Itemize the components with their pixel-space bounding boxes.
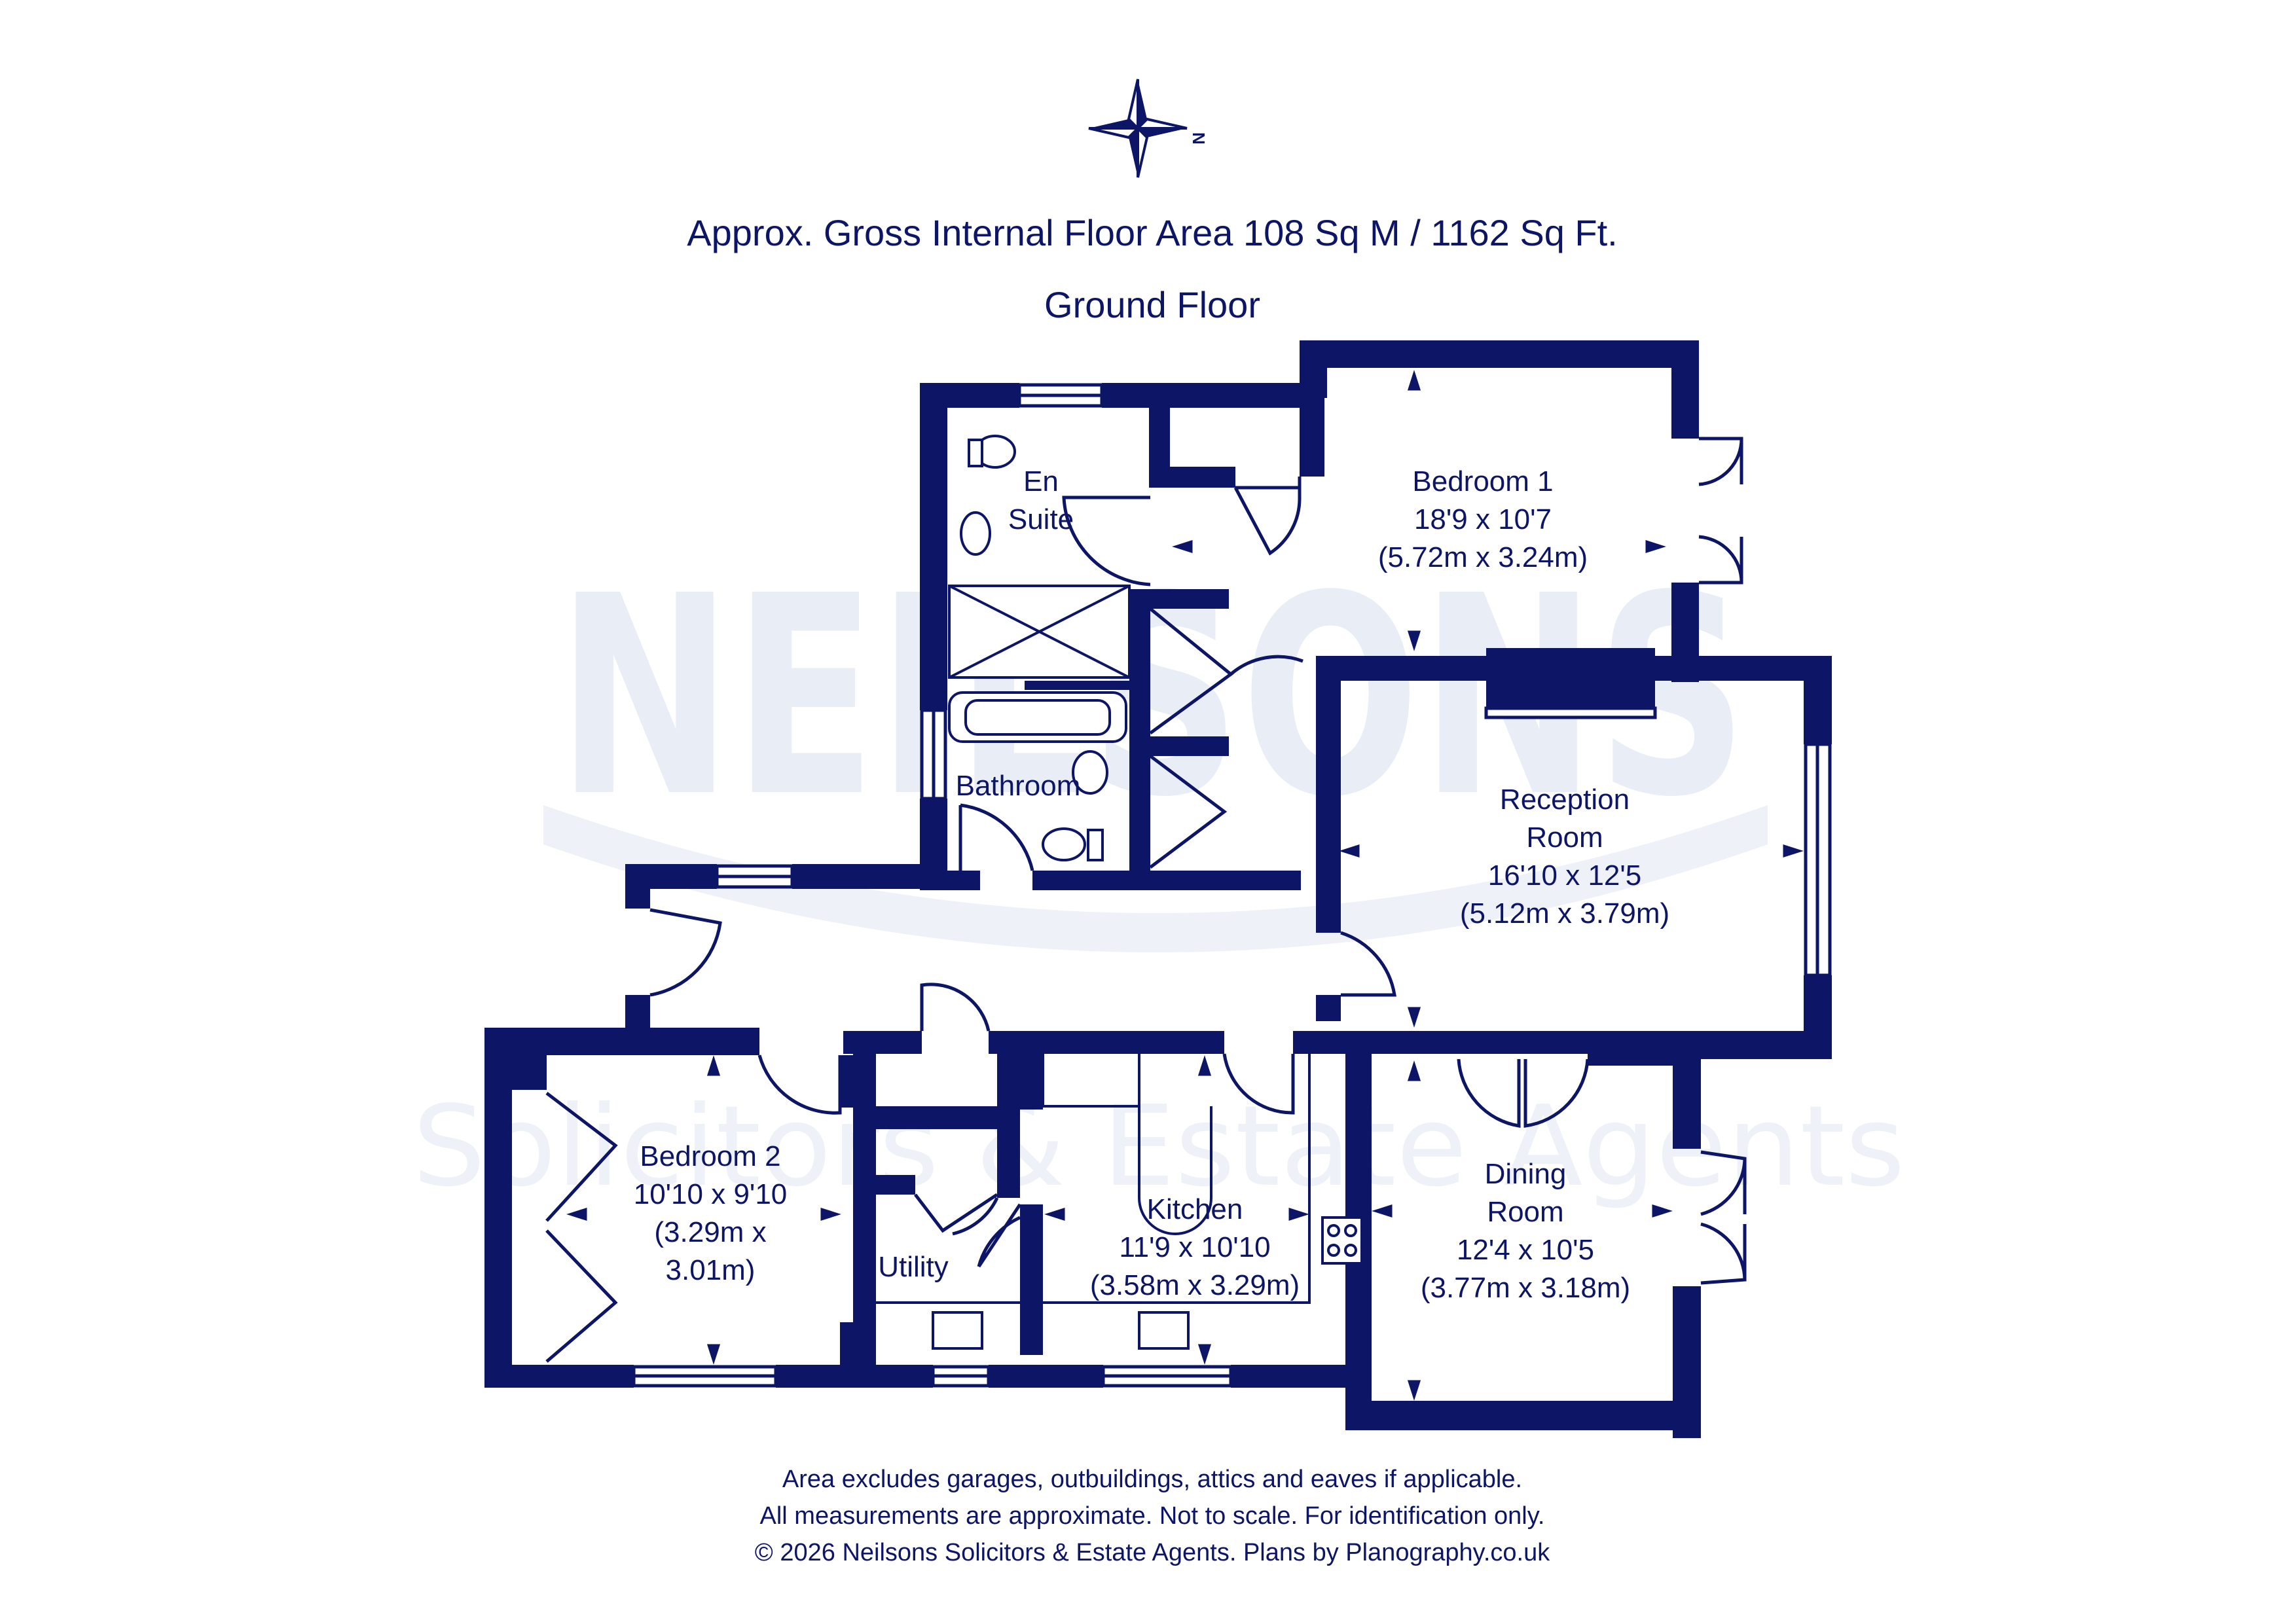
door-bedroom1-wardrobe: [1233, 477, 1302, 556]
bedroom2-name: Bedroom 2: [640, 1140, 780, 1172]
door-bathroom: [958, 803, 1034, 890]
hob-icon: [1321, 1216, 1363, 1265]
door-dining-double: [1457, 1058, 1521, 1128]
compass-icon: N: [1088, 79, 1209, 178]
dining-name-line2: Room: [1487, 1196, 1563, 1228]
utility-appliance-icon: [932, 1311, 983, 1350]
door-wardrobe-lower: [1149, 755, 1228, 869]
reception-metric: (5.12m x 3.79m): [1460, 897, 1669, 929]
reception-imperial: 16'10 x 12'5: [1488, 859, 1642, 892]
door-utility: [914, 1193, 998, 1233]
door-bedroom1-garden: [1698, 437, 1743, 486]
door-utility-cupboard: [920, 983, 991, 1032]
doors: [545, 437, 1747, 1363]
ensuite-name-line2: Suite: [1008, 503, 1074, 535]
bedroom2-metric-line1: (3.29m x: [654, 1216, 766, 1248]
bedroom1-name: Bedroom 1: [1412, 465, 1553, 497]
ensuite-basin-icon: [960, 511, 991, 556]
footer-line2: All measurements are approximate. Not to…: [760, 1502, 1545, 1530]
dining-metric: (3.77m x 3.18m): [1421, 1272, 1630, 1304]
room-labels: Bedroom 1 18'9 x 10'7 (5.72m x 3.24m) En…: [634, 465, 1669, 1304]
floor-name: Ground Floor: [1044, 284, 1260, 325]
door-bedroom2: [757, 1055, 842, 1115]
wardrobe-bedroom2-lower: [545, 1229, 618, 1363]
bathroom-toilet-icon: [1042, 827, 1086, 861]
kitchen-sink-icon: [1138, 1106, 1212, 1235]
watermark-swoosh: [543, 805, 1768, 952]
reception-name-line1: Reception: [1500, 784, 1630, 816]
windows: [632, 383, 1832, 1388]
reception-name-line2: Room: [1526, 821, 1603, 854]
wardrobe-bedroom2-upper: [545, 1092, 618, 1222]
door-front: [649, 908, 722, 997]
compass-north-label: N: [1189, 132, 1209, 145]
bathroom-name: Bathroom: [956, 770, 1081, 802]
walls: [484, 340, 1832, 1438]
floor-area-title: Approx. Gross Internal Floor Area 108 Sq…: [687, 212, 1617, 253]
bathroom-basin-icon: [1072, 750, 1108, 795]
dimension-arrows: [566, 370, 1804, 1401]
footer-line3: © 2026 Neilsons Solicitors & Estate Agen…: [755, 1539, 1550, 1566]
door-reception: [1340, 931, 1396, 997]
watermark-tagline: Solicitors & Estate Agents: [412, 1082, 1905, 1212]
bedroom2-imperial: 10'10 x 9'10: [634, 1178, 788, 1210]
door-ensuite: [1062, 496, 1151, 586]
bedroom1-metric: (5.72m x 3.24m): [1378, 541, 1588, 573]
door-utility-kitchen: [977, 1203, 1022, 1268]
kitchen-metric: (3.58m x 3.29m): [1090, 1269, 1300, 1301]
bedroom2-metric-line2: 3.01m): [666, 1254, 756, 1286]
door-kitchen: [1222, 1053, 1295, 1115]
fixtures: [876, 435, 1363, 1350]
footer-line1: Area excludes garages, outbuildings, att…: [782, 1466, 1522, 1493]
utility-name: Utility: [878, 1251, 949, 1283]
kitchen-name: Kitchen: [1147, 1193, 1243, 1225]
dining-imperial: 12'4 x 10'5: [1457, 1234, 1594, 1266]
kitchen-appliance-icon: [1138, 1311, 1190, 1350]
bedroom1-imperial: 18'9 x 10'7: [1414, 503, 1552, 535]
dining-name-line1: Dining: [1485, 1158, 1567, 1190]
kitchen-imperial: 11'9 x 10'10: [1119, 1231, 1270, 1263]
footer: Area excludes garages, outbuildings, att…: [755, 1466, 1550, 1566]
ensuite-name-line1: En: [1023, 465, 1059, 497]
kitchen-worktop: [1042, 1054, 1140, 1108]
